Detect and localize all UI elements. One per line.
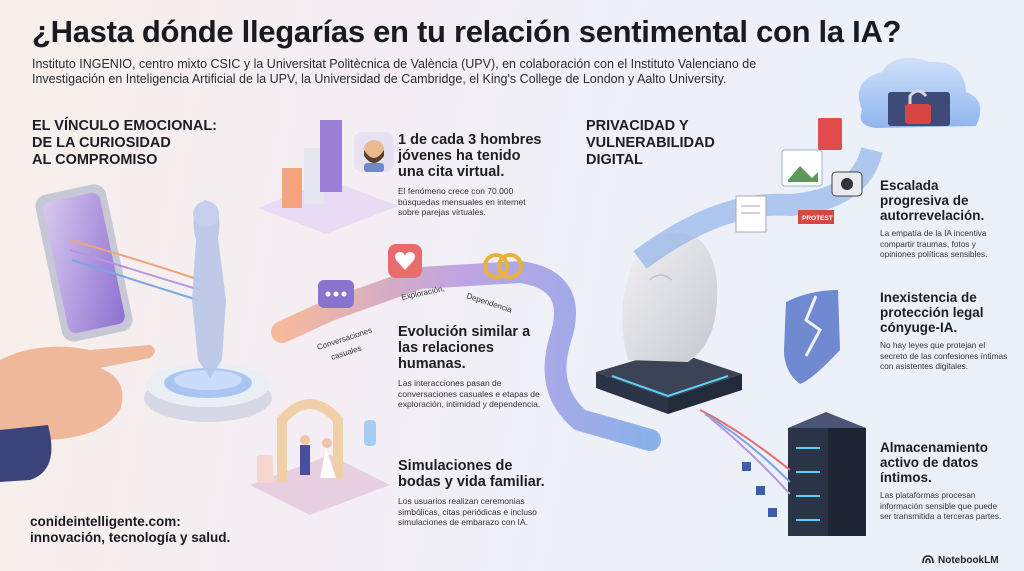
chat-bubble-icon bbox=[318, 280, 354, 308]
stat-card-virtual-date: 1 de cada 3 hombres jóvenes ha tenido un… bbox=[398, 132, 548, 218]
cable-2 bbox=[704, 413, 791, 483]
man-avatar-icon bbox=[354, 132, 394, 172]
notebook-icon bbox=[818, 118, 842, 150]
data-cube-icon bbox=[742, 462, 751, 471]
footer-site-text: conideintelligente.com: innovación, tecn… bbox=[30, 514, 231, 545]
document-icon bbox=[735, 195, 767, 233]
cable-3 bbox=[709, 417, 791, 495]
stat-body: El fenómeno crece con 70.000 búsquedas m… bbox=[398, 186, 526, 217]
stat-body: Las interacciones pasan de conversacione… bbox=[398, 378, 541, 409]
relationship-path bbox=[271, 260, 661, 451]
page-title: ¿Hasta dónde llegarías en tu relación se… bbox=[32, 14, 902, 49]
data-cube-icon bbox=[756, 486, 765, 495]
protest-sign-icon: PROTEST bbox=[798, 210, 834, 224]
heart-icon bbox=[388, 244, 422, 278]
notebooklm-brand: NotebookLM bbox=[922, 554, 999, 567]
stat-card-self-disclosure: Escalada progresiva de autorrevelación. … bbox=[880, 178, 1008, 260]
left-section-heading: EL VÍNCULO EMOCIONAL: DE LA CURIOSIDAD A… bbox=[32, 118, 218, 168]
stat-title: Escalada progresiva de autorrevelación. bbox=[880, 178, 985, 223]
server-rack-illustration bbox=[788, 412, 866, 536]
stat-card-weddings: Simulaciones de bodas y vida familiar. L… bbox=[398, 458, 548, 528]
stat-card-data-storage: Almacenamiento activo de datos íntimos. … bbox=[880, 440, 1008, 522]
stat-card-evolution: Evolución similar a las relaciones human… bbox=[398, 324, 546, 410]
bar-chart-illustration bbox=[258, 120, 398, 234]
notebooklm-logo-icon bbox=[922, 554, 934, 567]
protest-label: PROTEST bbox=[802, 215, 833, 222]
hand-illustration bbox=[0, 345, 155, 482]
stat-title: Almacenamiento activo de datos íntimos. bbox=[880, 440, 989, 485]
head-pedestal-illustration bbox=[596, 232, 742, 414]
path-label-dependency: Dependencia bbox=[465, 291, 513, 314]
cable-1 bbox=[699, 409, 791, 471]
cloud-lock-illustration bbox=[858, 57, 981, 128]
page-subtitle: Instituto INGENIO, centro mixto CSIC y l… bbox=[32, 57, 757, 86]
data-cube-icon bbox=[768, 508, 777, 517]
stat-body: La empatía de la IA incentiva compartir … bbox=[880, 228, 988, 259]
photo-icon bbox=[781, 149, 823, 187]
stat-title: Simulaciones de bodas y vida familiar. bbox=[398, 458, 545, 490]
stat-title: Evolución similar a las relaciones human… bbox=[398, 324, 531, 372]
broken-shield-icon bbox=[784, 290, 840, 384]
rings-icon bbox=[483, 253, 523, 279]
wedding-arch-illustration bbox=[250, 399, 390, 515]
hologram-pedestal bbox=[144, 200, 272, 422]
camera-icon bbox=[831, 171, 863, 197]
right-section-heading: PRIVACIDAD Y VULNERABILIDAD DIGITAL bbox=[586, 118, 715, 168]
stat-title: Inexistencia de protección legal cónyuge… bbox=[880, 290, 984, 335]
stat-body: No hay leyes que protejan el secreto de … bbox=[880, 340, 1008, 371]
phone-illustration bbox=[35, 184, 201, 342]
stat-card-legal-protection: Inexistencia de protección legal cónyuge… bbox=[880, 290, 1008, 372]
brand-label: NotebookLM bbox=[938, 555, 999, 566]
stat-title: 1 de cada 3 hombres jóvenes ha tenido un… bbox=[398, 132, 542, 180]
stat-body: Los usuarios realizan ceremonias simbóli… bbox=[398, 496, 537, 527]
stat-body: Las plataformas procesan información sen… bbox=[880, 490, 1002, 521]
